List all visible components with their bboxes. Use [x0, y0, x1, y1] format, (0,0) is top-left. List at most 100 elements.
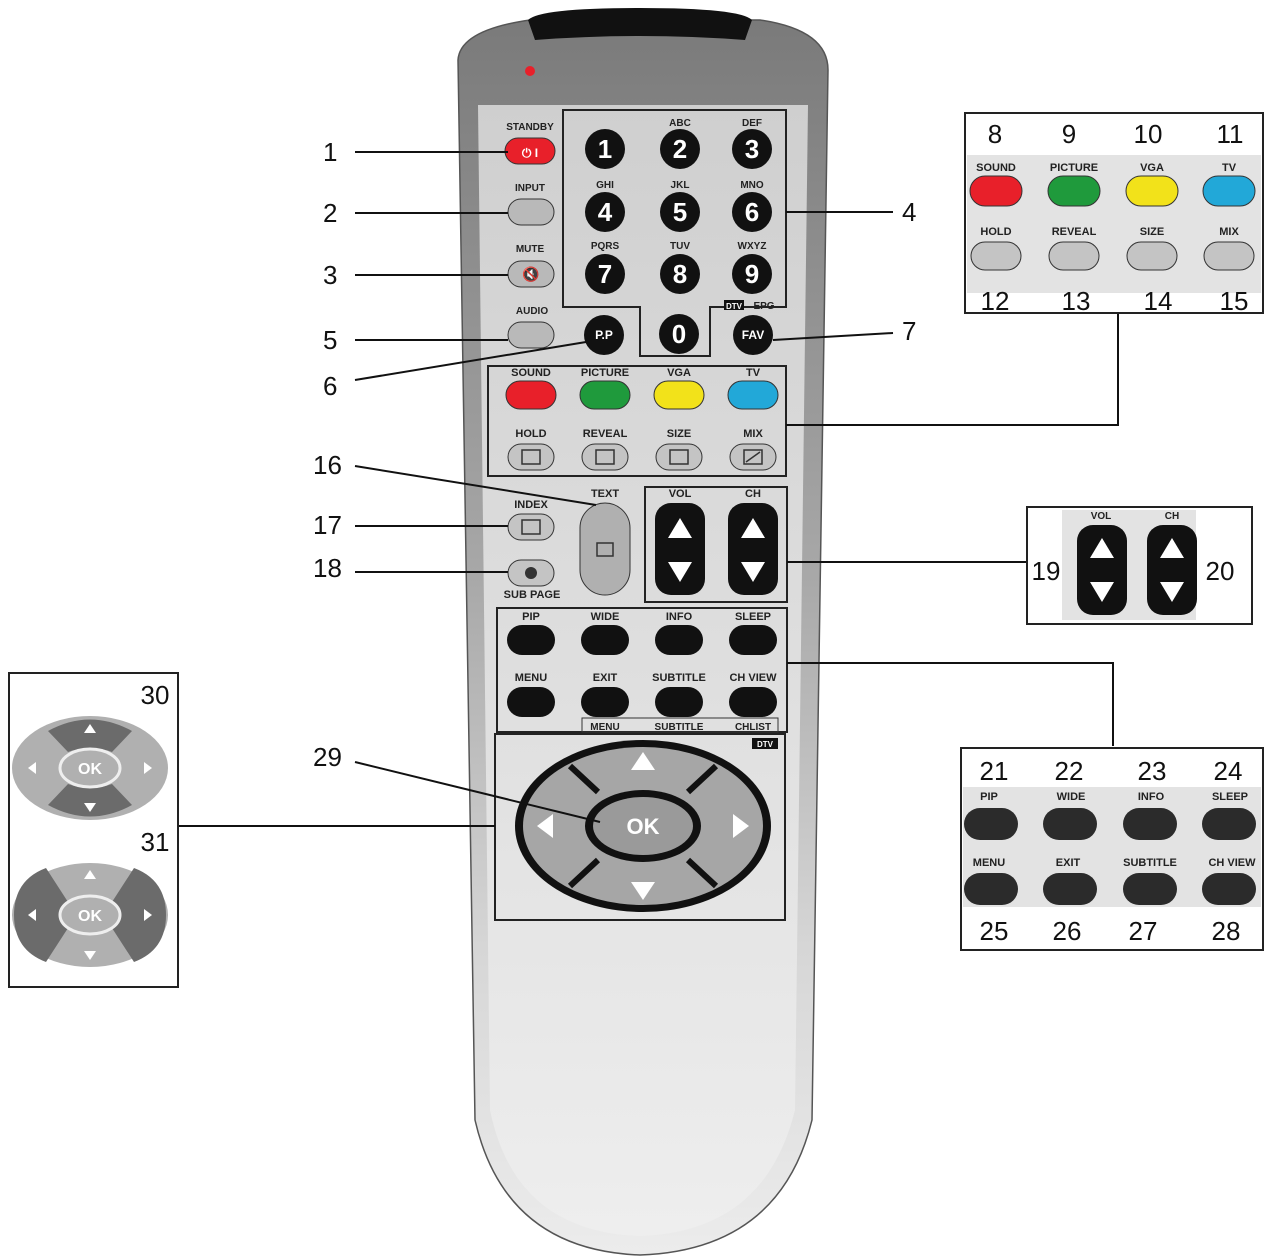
svg-text:2: 2	[673, 134, 687, 164]
power-icon: ⏻ I	[522, 146, 538, 160]
mix-button[interactable]	[729, 443, 777, 471]
panel-num-24: 24	[1214, 756, 1243, 786]
pp-button[interactable]: P.P	[584, 315, 624, 355]
sleep-button[interactable]	[729, 625, 777, 655]
func-label-sleep: SLEEP	[735, 611, 771, 623]
ok-label: OK	[627, 814, 660, 839]
input-button[interactable]	[507, 198, 555, 226]
digit-key-4[interactable]: 4	[585, 192, 625, 232]
digit-letters-5: JKL	[671, 180, 690, 191]
dtv-label-menu: MENU	[590, 722, 619, 733]
digit-key-1[interactable]: 1	[585, 129, 625, 169]
ch-down-icon	[741, 562, 765, 582]
svg-text:6: 6	[745, 197, 759, 227]
picture-color-button[interactable]	[579, 380, 631, 410]
panel-num-10: 10	[1134, 119, 1163, 149]
exit-button[interactable]	[581, 687, 629, 717]
svg-text:VOL: VOL	[1091, 511, 1112, 522]
callout-18: 18	[313, 553, 342, 583]
color-key-label-vga: VGA	[667, 367, 691, 379]
size-button[interactable]	[655, 443, 703, 471]
panel-num-22: 22	[1055, 756, 1084, 786]
ch-rocker[interactable]	[728, 503, 778, 595]
dtv-label-chlist: CHLIST	[735, 722, 771, 733]
subtitle-button[interactable]	[655, 687, 703, 717]
vol-down-icon	[668, 562, 692, 582]
digit-key-5[interactable]: 5	[660, 192, 700, 232]
svg-text:WIDE: WIDE	[1057, 791, 1086, 803]
panel-color-keys: 8 9 10 11 SOUND PICTURE VGA TV HOLD REVE…	[964, 112, 1264, 316]
svg-text:TV: TV	[1222, 162, 1237, 174]
text-button[interactable]	[579, 502, 631, 596]
func-label-subtitle: SUBTITLE	[652, 672, 706, 684]
reveal-icon	[595, 449, 615, 465]
digit-letters-6: MNO	[740, 180, 764, 191]
callout-2: 2	[323, 198, 337, 228]
dtv-badge	[724, 300, 744, 310]
hold-icon	[521, 449, 541, 465]
digit-letters-9: WXYZ	[738, 241, 767, 252]
menu-button[interactable]	[507, 687, 555, 717]
nav-up-icon[interactable]	[631, 752, 655, 770]
vga-color-button[interactable]	[653, 380, 705, 410]
panel-num-13: 13	[1062, 286, 1091, 316]
digit-key-0[interactable]: 0	[659, 314, 699, 354]
digit-letters-2: ABC	[669, 118, 691, 129]
vol-rocker[interactable]	[655, 503, 705, 595]
digit-key-8[interactable]: 8	[660, 254, 700, 294]
panel-num-21: 21	[980, 756, 1009, 786]
callout-17: 17	[313, 510, 342, 540]
digit-key-6[interactable]: 6	[732, 192, 772, 232]
reveal-button[interactable]	[581, 443, 629, 471]
panel-num-12: 12	[981, 286, 1010, 316]
panel-num-27: 27	[1129, 916, 1158, 946]
func-label-pip: PIP	[522, 611, 540, 623]
svg-text:FAV: FAV	[742, 328, 764, 342]
subpage-icon	[525, 567, 537, 579]
color-key-label-picture: PICTURE	[581, 367, 629, 379]
index-button[interactable]	[507, 513, 555, 541]
ok-button[interactable]	[593, 797, 693, 855]
hold-button[interactable]	[507, 443, 555, 471]
dtv-label-subtitle: SUBTITLE	[655, 722, 704, 733]
wide-button[interactable]	[581, 625, 629, 655]
digit-key-3[interactable]: 3	[732, 129, 772, 169]
ch-label: CH	[745, 488, 761, 500]
nav-left-icon[interactable]	[537, 814, 553, 838]
callout-5: 5	[323, 325, 337, 355]
panel-num-8: 8	[988, 119, 1002, 149]
digit-letters-8: TUV	[670, 241, 690, 252]
func-label-wide: WIDE	[591, 611, 620, 623]
svg-text:9: 9	[745, 259, 759, 289]
index-icon	[521, 519, 541, 535]
digit-letters-7: PQRS	[591, 241, 620, 252]
info-button[interactable]	[655, 625, 703, 655]
nav-down-icon[interactable]	[631, 882, 655, 900]
dtv-badge-text: DTV	[726, 302, 743, 311]
audio-button[interactable]	[507, 321, 555, 349]
sound-color-button[interactable]	[505, 380, 557, 410]
nav-right-icon[interactable]	[733, 814, 749, 838]
digit-key-7[interactable]: 7	[585, 254, 625, 294]
callout-16: 16	[313, 450, 342, 480]
digit-key-2[interactable]: 2	[660, 129, 700, 169]
panel-num-9: 9	[1062, 119, 1076, 149]
color-key-label-tv: TV	[746, 367, 761, 379]
callout-4: 4	[902, 197, 916, 227]
tv-color-button[interactable]	[727, 380, 779, 410]
chview-button[interactable]	[729, 687, 777, 717]
fav-button[interactable]: FAV	[733, 315, 773, 355]
size-icon	[669, 449, 689, 465]
svg-text:VGA: VGA	[1140, 162, 1164, 174]
nav-dtv-badge	[752, 738, 778, 749]
subpage-button[interactable]	[507, 559, 555, 587]
pip-button[interactable]	[507, 625, 555, 655]
ir-led-icon	[525, 66, 535, 76]
svg-text:SOUND: SOUND	[976, 162, 1016, 174]
digit-key-9[interactable]: 9	[732, 254, 772, 294]
func-label-chview: CH VIEW	[729, 672, 777, 684]
text-key-label-hold: HOLD	[515, 428, 546, 440]
svg-text:3: 3	[745, 134, 759, 164]
audio-label: AUDIO	[516, 306, 548, 317]
